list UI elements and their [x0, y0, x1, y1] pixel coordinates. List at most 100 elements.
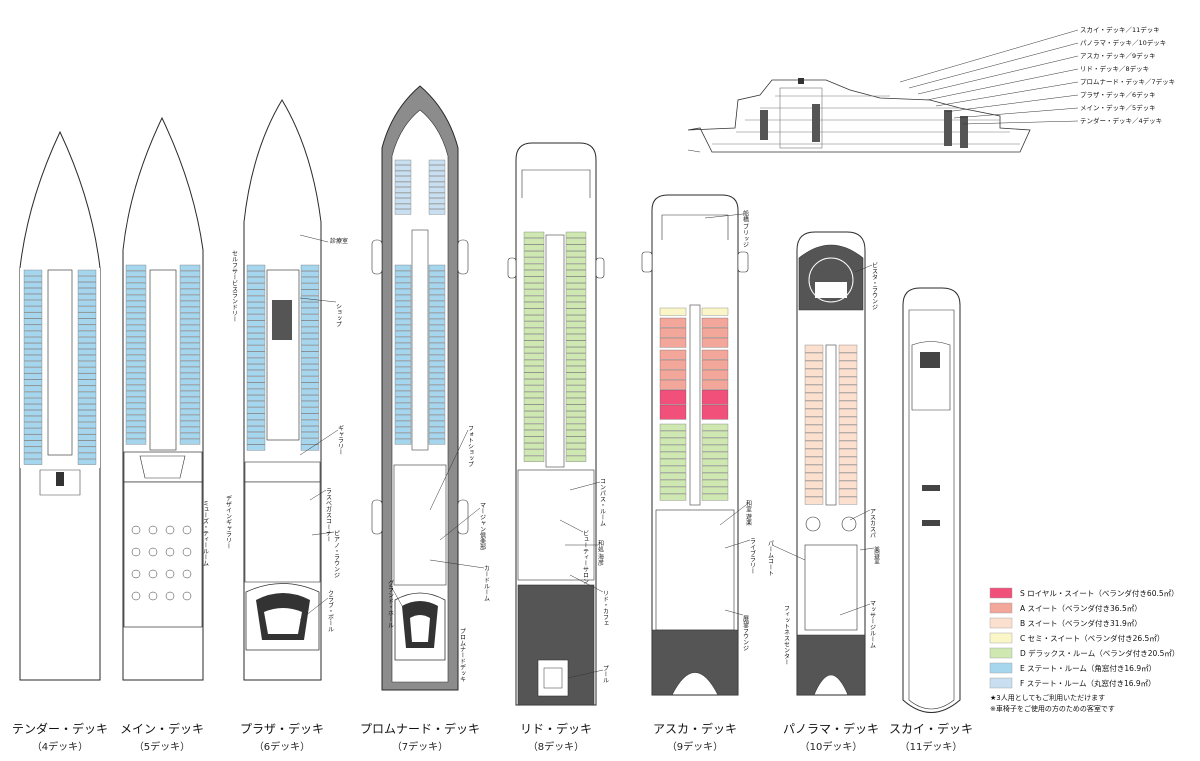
- cabin-cell: [23, 452, 43, 459]
- cabin-cell: [394, 181, 412, 188]
- cabin-cell: [428, 192, 446, 199]
- cabin-cell: [659, 486, 687, 494]
- cabin-cell: [428, 181, 446, 188]
- dining-table: [148, 569, 158, 579]
- cabin-cell: [125, 306, 147, 313]
- cabin-cell: [428, 306, 446, 313]
- cabin-cell: [565, 340, 587, 347]
- cabin-cell: [179, 282, 201, 289]
- cabin-cell: [565, 423, 587, 430]
- cabin-cell: [659, 479, 687, 487]
- cabin-cell: [523, 302, 545, 309]
- cabin-cell: [23, 324, 43, 331]
- cabin-cell: [23, 312, 43, 319]
- cabin-cell: [523, 289, 545, 296]
- cabin-cell: [659, 337, 687, 348]
- cabin-cell: [428, 270, 446, 277]
- cabin-cell: [804, 344, 824, 353]
- cabin-cell: [394, 294, 412, 301]
- deck-8-plan: [507, 142, 605, 706]
- cabin-cell: [125, 426, 147, 433]
- cabin-cell: [125, 264, 147, 271]
- note-line: ★3人用としてもご利用いただけます: [990, 693, 1105, 702]
- cabin-cell: [77, 440, 97, 447]
- cabin-cell: [523, 257, 545, 264]
- facility-label: 美容室: [873, 545, 880, 564]
- cabin-cell: [523, 443, 545, 450]
- cabin-cell: [179, 306, 201, 313]
- cabin-cell: [77, 355, 97, 362]
- cabin-cell: [23, 349, 43, 355]
- cabin-cell: [659, 451, 687, 459]
- cabin-cell: [77, 312, 97, 319]
- cabin-cell: [300, 333, 320, 339]
- cabin-cell: [523, 417, 545, 424]
- callout-line: [569, 574, 604, 593]
- cabin-cell: [300, 370, 320, 377]
- cabin-cell: [523, 353, 545, 360]
- cabin-cell: [394, 176, 412, 182]
- callout-line: [849, 509, 871, 521]
- cabin-cell: [179, 312, 201, 319]
- cabin-cell: [838, 352, 858, 361]
- cabin-cell: [523, 263, 545, 270]
- cabin-cell: [659, 444, 687, 452]
- facility-label: パームコート: [767, 540, 774, 576]
- cabin-cell: [23, 288, 43, 294]
- cabin-cell: [565, 404, 587, 411]
- cabin-cell: [804, 448, 824, 457]
- cabin-cell: [394, 288, 412, 295]
- callout-line: [299, 297, 337, 303]
- cabin-cell: [565, 327, 587, 334]
- cabin-cell: [659, 465, 687, 473]
- cabin-cell: [179, 384, 201, 391]
- cabin-cell: [523, 276, 545, 283]
- cabin-cell: [23, 275, 43, 282]
- dining-table: [182, 569, 192, 579]
- cabin-cell: [565, 398, 587, 405]
- cabin-cell: [23, 446, 43, 453]
- cabin-cell: [23, 422, 43, 429]
- callout-line: [309, 489, 327, 501]
- cabin-cell: [179, 330, 201, 337]
- cabin-cell: [125, 294, 147, 301]
- cabin-cell: [804, 376, 824, 385]
- cabin-cell: [428, 402, 446, 409]
- cabin-cell: [179, 432, 201, 439]
- cabin-cell: [428, 426, 446, 433]
- cabin-cell: [77, 404, 97, 410]
- cabin-cell: [565, 443, 587, 450]
- cabin-cell: [428, 396, 446, 403]
- cabin-cell: [125, 270, 147, 277]
- cabin-cell: [23, 410, 43, 416]
- cabin-cell: [23, 269, 43, 276]
- cabin-cell: [701, 423, 729, 431]
- cabin-cell: [523, 449, 545, 456]
- cabin-cell: [300, 376, 320, 383]
- cabin-cell: [394, 360, 412, 367]
- cabin-cell: [394, 318, 412, 325]
- cabin-cell: [246, 413, 266, 420]
- legend-label-A: A スイート（ベランダ付き36.5㎡）: [1020, 603, 1142, 613]
- cabin-cell: [838, 368, 858, 377]
- cabin-cell: [701, 472, 729, 480]
- cabin-cell: [428, 360, 446, 367]
- legend-label-D: D デラックス・ルーム（ベランダ付き20.5㎡）: [1020, 648, 1179, 658]
- deck-9-plan: [641, 194, 749, 696]
- facility-label: 和処 海彦: [597, 539, 604, 567]
- cabin-cell: [23, 294, 43, 301]
- cabin-cell: [246, 264, 266, 271]
- cabin-cell: [77, 416, 97, 423]
- cabin-cell: [428, 170, 446, 177]
- dining-table: [148, 525, 158, 535]
- cabin-cell: [428, 372, 446, 379]
- cabin-cell: [394, 209, 412, 215]
- cabin-cell: [394, 438, 412, 445]
- side-view-label: プロムナード・デッキ／7デッキ: [1080, 77, 1175, 86]
- cabin-cell: [77, 275, 97, 282]
- d7-number: （7デッキ）: [392, 740, 448, 753]
- cabin-cell: [659, 317, 687, 328]
- cabin-cell: [659, 369, 687, 380]
- legend-swatch-E: [989, 662, 1013, 674]
- cabin-cell: [565, 347, 587, 354]
